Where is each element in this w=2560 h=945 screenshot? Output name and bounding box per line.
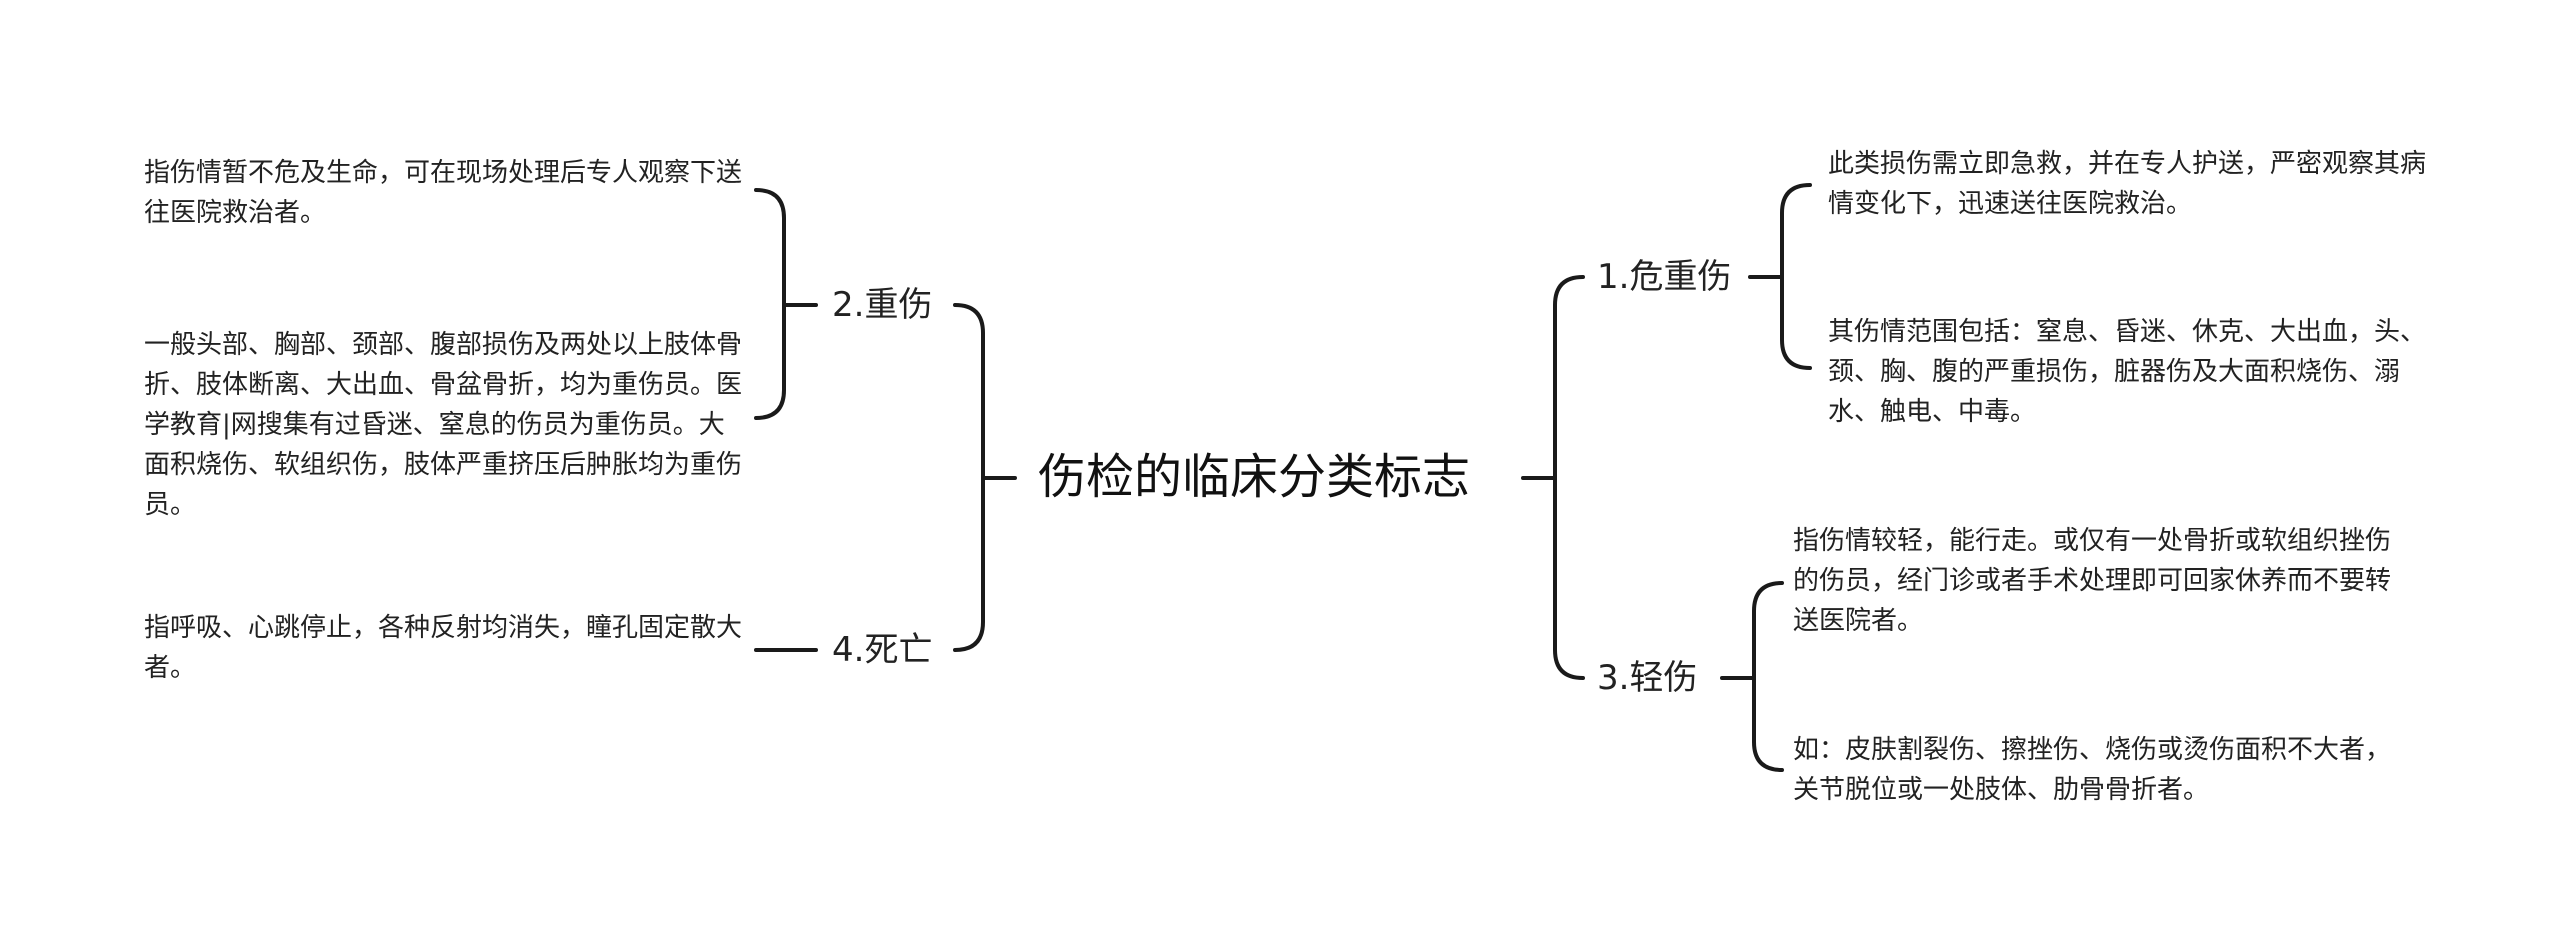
b1-notes-bracket: [1780, 183, 1812, 370]
note-death-1[interactable]: 指呼吸、心跳停止，各种反射均消失，瞳孔固定散大者。: [144, 613, 743, 683]
branch-minor-injury[interactable]: 3.轻伤: [1597, 658, 1698, 698]
b2-notes-bracket: [754, 188, 786, 420]
root-topic[interactable]: 伤检的临床分类标志: [1038, 449, 1471, 505]
note-minor-injury-2[interactable]: 如：皮肤割裂伤、擦挫伤、烧伤或烫伤面积不大者，关节脱位或一处肢体、肋骨骨折者。: [1793, 735, 2392, 805]
note-critical-injury-1[interactable]: 此类损伤需立即急救，并在专人护送，严密观察其病情变化下，迅速送往医院救治。: [1828, 149, 2427, 219]
left-branch-bracket: [953, 303, 985, 652]
b3-notes-bracket: [1752, 581, 1784, 772]
branch-critical-injury[interactable]: 1.危重伤: [1597, 257, 1732, 297]
note-minor-injury-1[interactable]: 指伤情较轻，能行走。或仅有一处骨折或软组织挫伤的伤员，经门诊或者手术处理即可回家…: [1793, 526, 2392, 636]
note-serious-injury-2[interactable]: 一般头部、胸部、颈部、腹部损伤及两处以上肢体骨折、肢体断离、大出血、骨盆骨折，均…: [144, 330, 743, 520]
branch-death[interactable]: 4.死亡: [832, 630, 933, 670]
branch-serious-injury[interactable]: 2.重伤: [832, 285, 933, 325]
note-serious-injury-1[interactable]: 指伤情暂不危及生命，可在现场处理后专人观察下送往医院救治者。: [144, 158, 743, 228]
note-critical-injury-2[interactable]: 其伤情范围包括：窒息、昏迷、休克、大出血，头、颈、胸、腹的严重损伤，脏器伤及大面…: [1828, 317, 2427, 427]
right-branch-bracket: [1553, 275, 1585, 680]
